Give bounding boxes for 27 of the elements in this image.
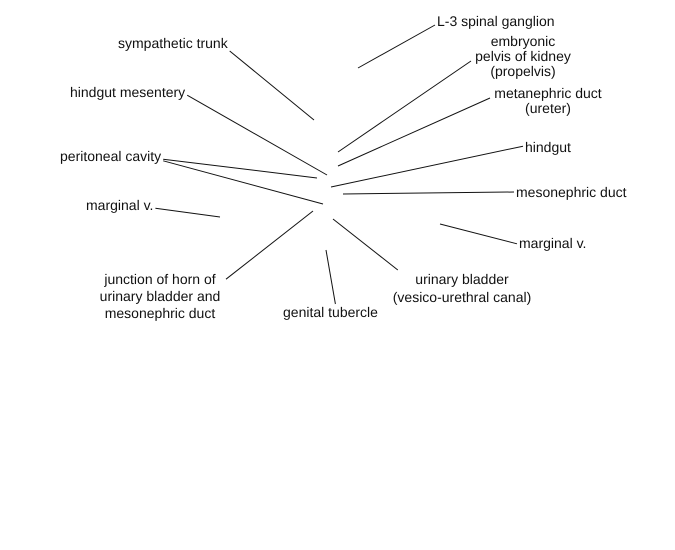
leader-line [358, 24, 436, 68]
part-label: peritoneal cavity [58, 148, 164, 164]
part-label: genital tubercle [281, 304, 380, 320]
leader-line [338, 60, 472, 152]
leader-line [162, 158, 318, 178]
part-label: embryonic pelvis of kidney (propelvis) [471, 34, 575, 79]
part-label: hindgut mesentery [68, 84, 188, 100]
leader-line [162, 160, 324, 204]
part-label: mesonephric duct [514, 184, 629, 200]
leader-line [326, 250, 336, 304]
leader-line [332, 218, 398, 270]
leader-line [440, 224, 518, 244]
part-label: sympathetic trunk [116, 35, 230, 51]
part-label: urinary bladder (vesico-urethral canal) [389, 270, 535, 306]
leader-line [154, 208, 220, 218]
leader-line [226, 210, 314, 280]
leader-line [229, 50, 314, 120]
part-label: marginal v. [517, 235, 588, 251]
part-label: hindgut [523, 139, 573, 155]
leader-line [330, 146, 524, 188]
part-label: L-3 spinal ganglion [435, 13, 557, 29]
leader-line [342, 192, 514, 194]
leader-line [338, 98, 490, 166]
part-label: metanephric duct (ureter) [490, 86, 606, 116]
leader-line [186, 94, 328, 176]
part-label: junction of horn of urinary bladder and mesonephric duct [94, 271, 226, 322]
part-label: marginal v. [84, 197, 156, 213]
